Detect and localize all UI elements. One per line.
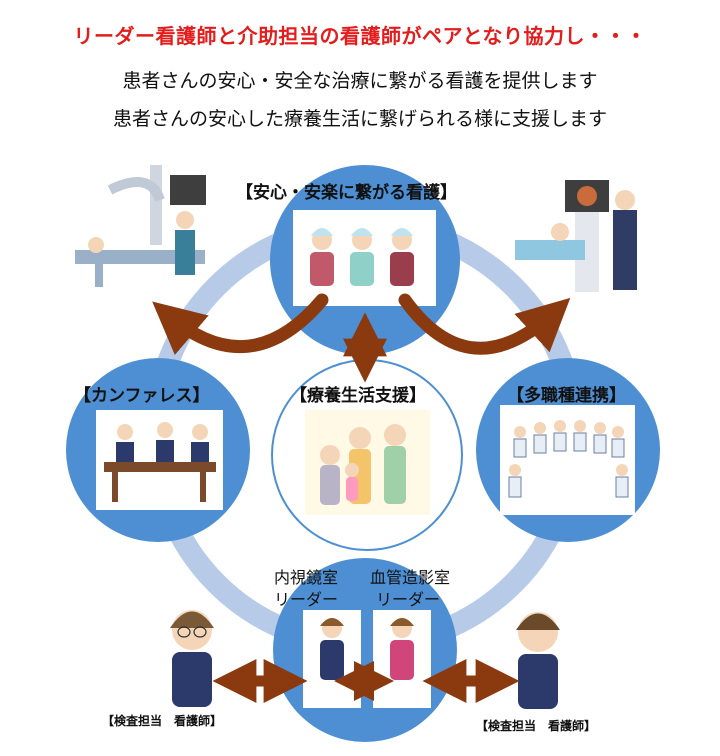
arrow-to-endoscopy: [398, 293, 571, 355]
exam-nurse-left-illustration: [170, 610, 214, 707]
arrow-set: [152, 293, 571, 703]
exam-nurse-right-illustration: [516, 612, 560, 709]
node-label-center: 【療養生活支援】: [290, 386, 426, 406]
node-label-right: 【多職種連携】: [507, 386, 626, 406]
angio-leader-line1: 血管造影室: [370, 568, 451, 587]
exam-nurse-left-label: 【検査担当 看護師】: [102, 714, 223, 728]
family-illustration: [305, 410, 430, 515]
nurses-illustration-top: [293, 210, 436, 306]
angio-leader-line2: リーダー: [376, 590, 441, 609]
exam-nurse-right-label: 【検査担当 看護師】: [476, 719, 597, 733]
arrow-to-angiography: [152, 293, 329, 356]
subtitle-line-2: 患者さんの安心した療養生活に繋げられる様に支援します: [112, 108, 607, 130]
endoscopy-leader-line2: リーダー: [274, 590, 339, 609]
endoscopy-room-illustration: [515, 180, 637, 292]
angiography-room-illustration: [75, 165, 206, 287]
node-label-top: 【安心・安楽に繋がる看護】: [236, 183, 457, 203]
page-title: リーダー看護師と介助担当の看護師がペアとなり協力し・・・: [73, 24, 647, 48]
node-label-left: 【カンファレス】: [74, 386, 210, 406]
endoscopy-leader-line1: 内視鏡室: [274, 568, 339, 587]
subtitle-line-1: 患者さんの安心・安全な治療に繋がる看護を提供します: [122, 70, 598, 92]
multidisciplinary-illustration: [500, 405, 635, 515]
conference-illustration: [96, 410, 223, 510]
